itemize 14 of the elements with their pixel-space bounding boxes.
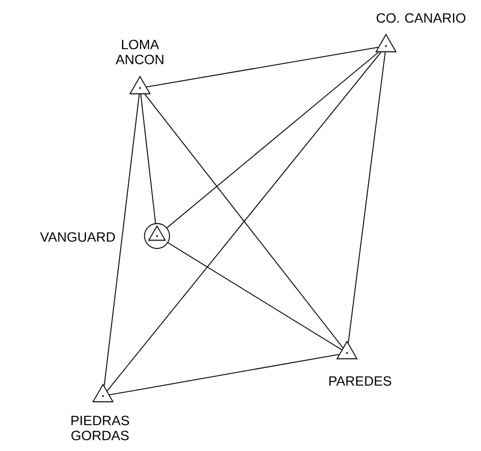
station-name: VANGUARD xyxy=(40,232,115,242)
station-name: PAREDES xyxy=(329,376,392,386)
station-name: CO. CANARIO xyxy=(376,13,466,23)
station-name: PIEDRAS GORDAS xyxy=(71,416,130,440)
survey-line xyxy=(348,52,386,344)
survey-line xyxy=(106,52,382,392)
survey-line xyxy=(144,94,344,348)
survey-line xyxy=(168,242,342,350)
survey-line xyxy=(104,94,140,386)
survey-line xyxy=(166,52,379,228)
station-name: LOMA ANCON xyxy=(116,40,164,64)
survey-line xyxy=(140,94,156,224)
survey-line xyxy=(146,46,379,88)
survey-line xyxy=(109,354,340,396)
